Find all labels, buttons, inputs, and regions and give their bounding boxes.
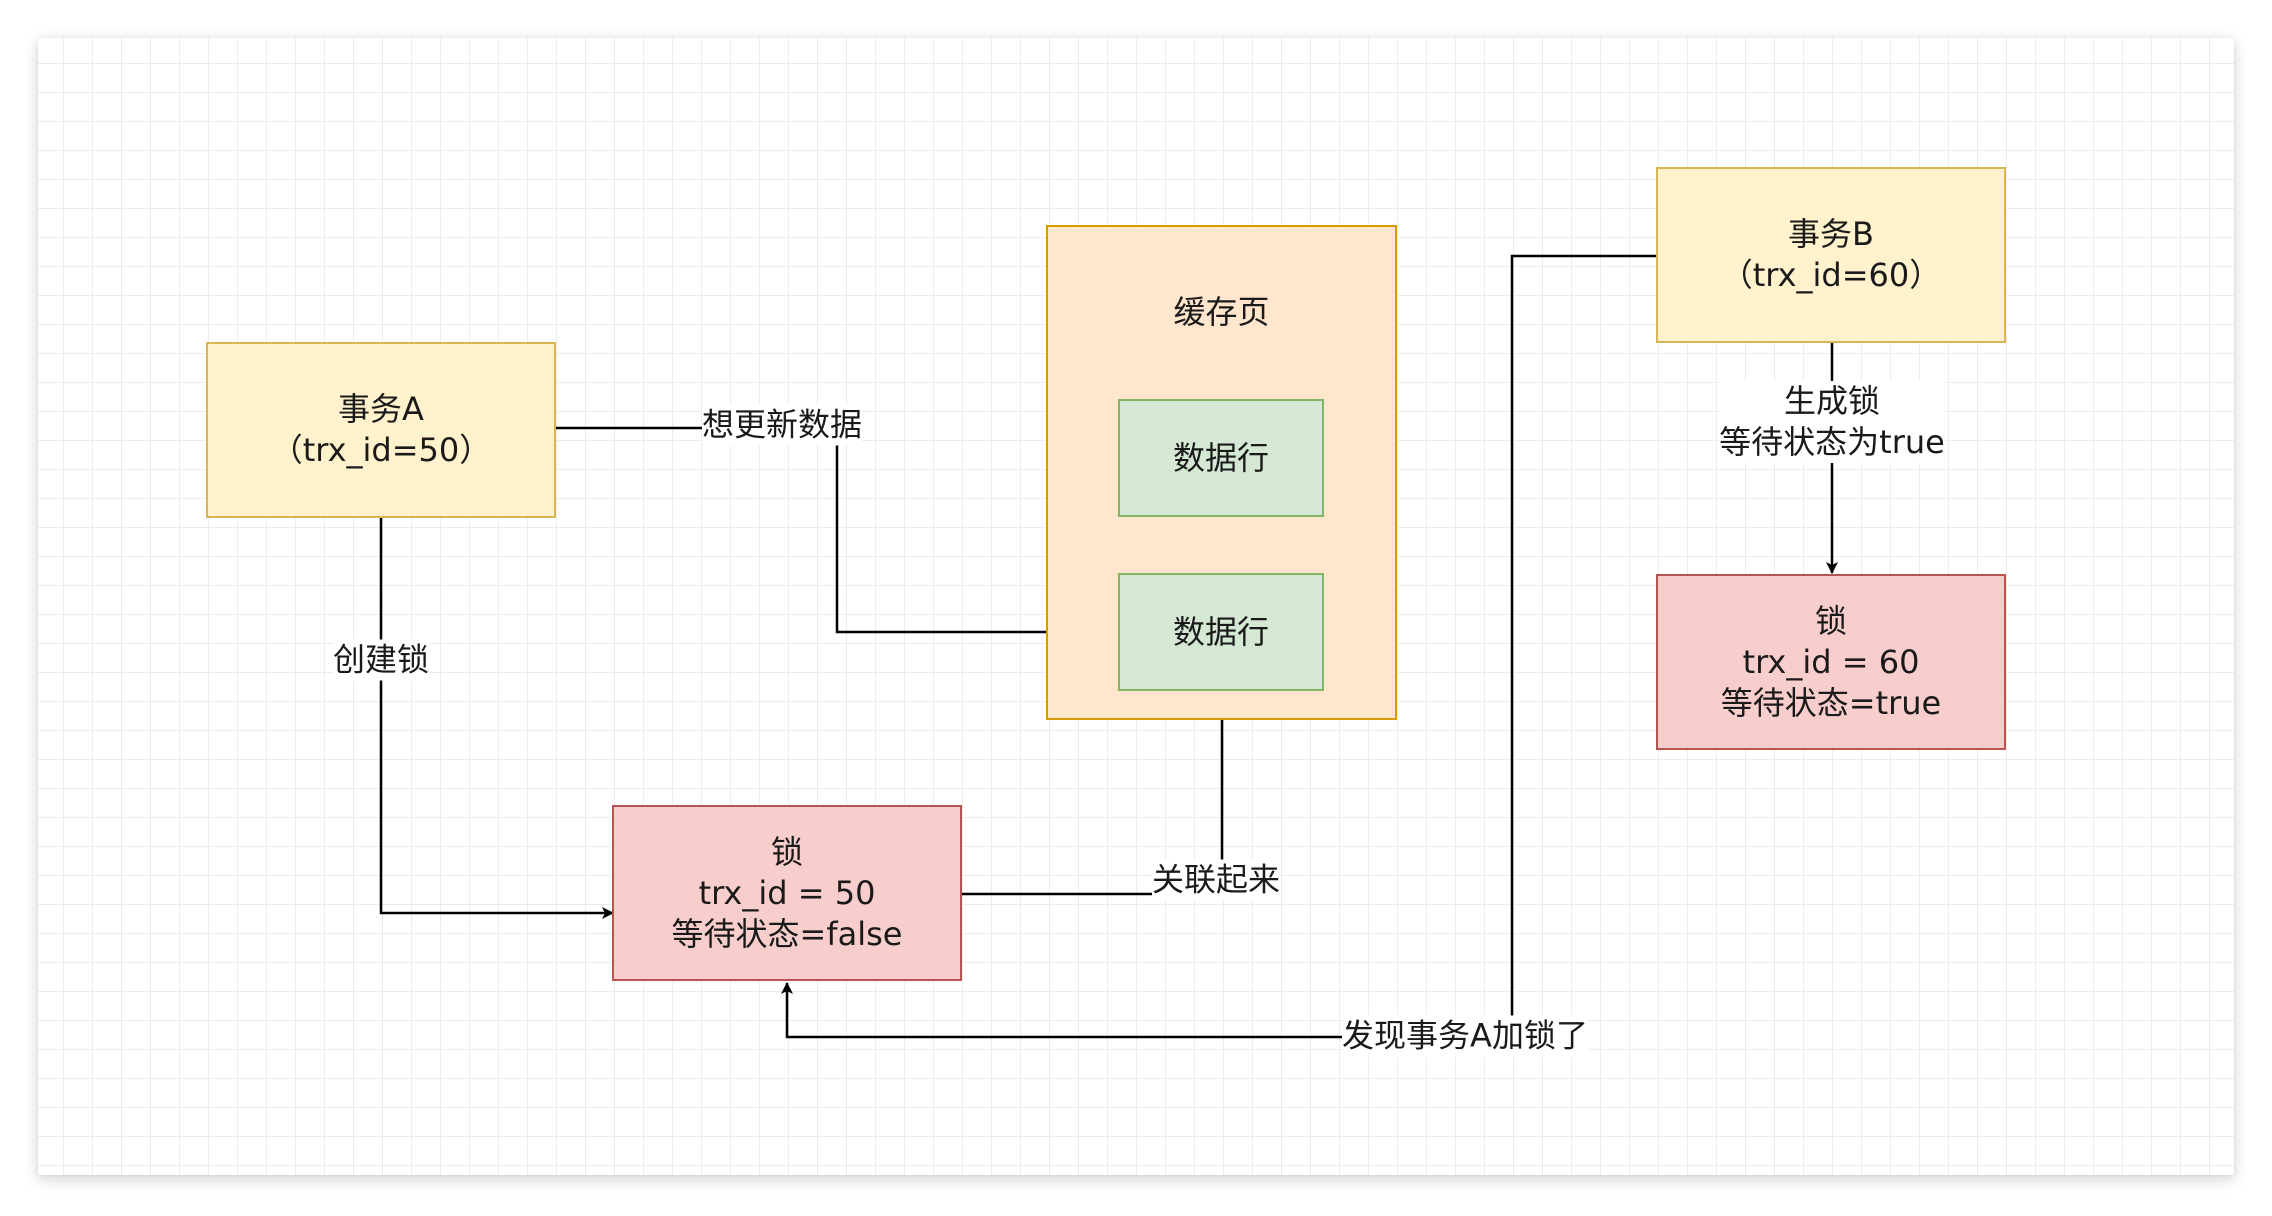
- lock-a-node[interactable]: 锁 trx_id = 50 等待状态=false: [612, 805, 962, 981]
- edge-label-associate: 关联起来: [1151, 859, 1281, 901]
- edge-label-generate-lock-line2: 等待状态为true: [1719, 423, 1945, 461]
- cache-page-title: 缓存页: [1173, 293, 1270, 331]
- edge-label-associate-text: 关联起来: [1151, 860, 1281, 899]
- edge-label-generate-lock: 生成锁 等待状态为true: [1719, 381, 1945, 463]
- transaction-a-node[interactable]: 事务A （trx_id=50）: [206, 342, 556, 518]
- transaction-b-node[interactable]: 事务B （trx_id=60）: [1656, 167, 2006, 343]
- edge-label-create-lock-text: 创建锁: [332, 640, 430, 679]
- lock-a-trx-id: trx_id = 50: [698, 873, 876, 912]
- edge-label-found-locked-text: 发现事务A加锁了: [1342, 1016, 1588, 1055]
- data-row-1-label: 数据行: [1172, 438, 1269, 477]
- data-row-1-node[interactable]: 数据行: [1118, 399, 1324, 517]
- edge-label-found-locked: 发现事务A加锁了: [1342, 1015, 1588, 1057]
- lock-b-title: 锁: [1814, 601, 1847, 640]
- lock-a-wait-state: 等待状态=false: [671, 914, 903, 953]
- lock-b-trx-id: trx_id = 60: [1742, 642, 1920, 681]
- data-row-2-label: 数据行: [1172, 612, 1269, 651]
- edge-label-update-data: 想更新数据: [701, 404, 863, 446]
- edge-create-lock: [379, 518, 614, 919]
- lock-a-title: 锁: [770, 832, 803, 871]
- data-row-2-node[interactable]: 数据行: [1118, 573, 1324, 691]
- lock-b-node[interactable]: 锁 trx_id = 60 等待状态=true: [1656, 574, 2006, 750]
- edge-label-generate-lock-line1: 生成锁: [1783, 382, 1880, 420]
- transaction-a-title: 事务A: [338, 390, 424, 428]
- transaction-b-title: 事务B: [1788, 215, 1874, 253]
- edge-label-create-lock: 创建锁: [332, 639, 430, 681]
- edge-update-data: [556, 426, 1118, 638]
- lock-b-wait-state: 等待状态=true: [1720, 683, 1942, 722]
- transaction-b-trx-id: （trx_id=60）: [1720, 256, 1942, 294]
- transaction-a-trx-id: （trx_id=50）: [270, 431, 492, 469]
- edge-label-update-data-text: 想更新数据: [701, 405, 863, 444]
